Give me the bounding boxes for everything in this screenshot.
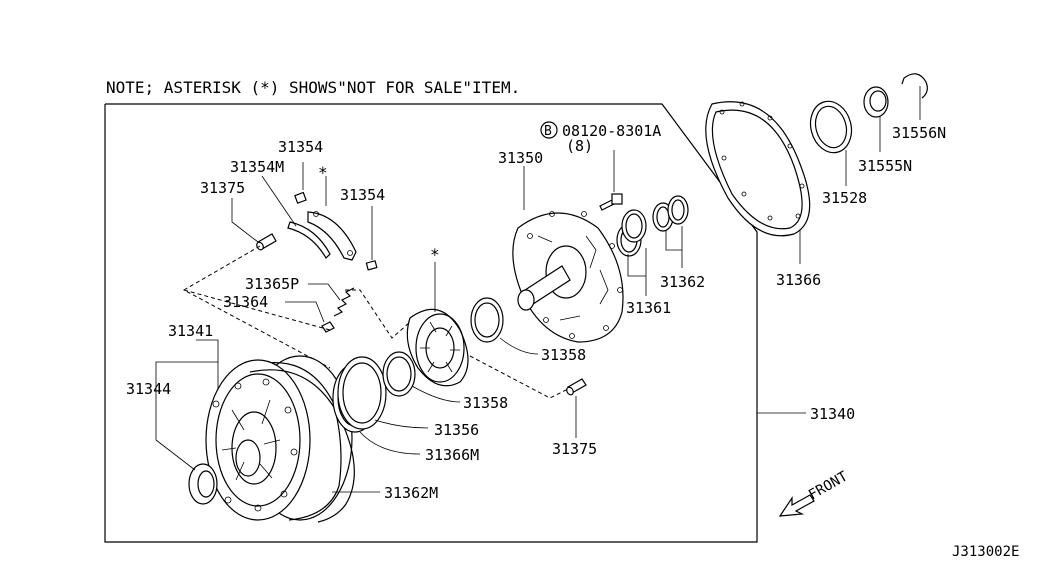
oil-seal-31344 [188, 463, 218, 505]
label-31340: 31340 [810, 405, 855, 423]
label-31528: 31528 [822, 189, 867, 207]
spring-31365p [333, 287, 355, 317]
bolt-08120-8301a [599, 193, 623, 211]
label-31361: 31361 [626, 299, 671, 317]
label-31366: 31366 [776, 271, 821, 289]
rings-31362 [652, 195, 689, 232]
bolt-number: 08120-8301A [562, 122, 661, 140]
asterisk-plate: * [318, 163, 328, 182]
label-31362: 31362 [660, 273, 705, 291]
block-31354-right [365, 260, 378, 271]
label-31344: 31344 [126, 380, 171, 398]
label-31362m: 31362M [384, 484, 438, 502]
pump-housing-31341 [205, 355, 353, 521]
gasket-31366 [705, 101, 811, 237]
label-31350: 31350 [498, 149, 543, 167]
ring-31528 [809, 100, 853, 154]
label-31354m: 31354M [230, 158, 284, 176]
front-label: FRONT [806, 468, 851, 503]
rotor-not-for-sale [406, 308, 469, 387]
label-31365p: 31365P [245, 275, 299, 293]
block-31354-top [294, 191, 307, 204]
label-31555n: 31555N [858, 157, 912, 175]
label-31556n: 31556N [892, 124, 946, 142]
assembly-frame [104, 103, 758, 543]
plate-not-for-sale [307, 211, 357, 261]
rings-31361 [616, 209, 647, 257]
shoe-31354m [287, 221, 331, 259]
front-arrow-icon [778, 494, 815, 517]
label-31354-right: 31354 [340, 186, 385, 204]
label-31341: 31341 [168, 322, 213, 340]
label-31358-upper: 31358 [541, 346, 586, 364]
label-31364: 31364 [223, 293, 268, 311]
ring-31356 [337, 356, 387, 430]
asterisk-rotor: * [430, 245, 440, 264]
bolt-type-circle [540, 121, 558, 139]
pin-31375-top [256, 233, 277, 251]
stop-31364 [321, 321, 335, 333]
label-31375-top: 31375 [200, 179, 245, 197]
note-text: NOTE; ASTERISK (*) SHOWS"NOT FOR SALE"IT… [106, 78, 520, 97]
snap-ring-31556n [901, 73, 928, 99]
label-31354-top: 31354 [278, 138, 323, 156]
label-31356: 31356 [434, 421, 479, 439]
pump-cover-31350 [512, 211, 624, 343]
diagram-code: J313002E [952, 544, 1019, 560]
label-31358-lower: 31358 [463, 394, 508, 412]
pin-31375-bottom [566, 378, 587, 396]
ring-31362m [249, 369, 355, 523]
bearing-31555n [863, 86, 889, 118]
label-31375-bottom: 31375 [552, 440, 597, 458]
bolt-type-letter: B [544, 124, 552, 139]
label-31366m: 31366M [425, 446, 479, 464]
ring-31358-upper [470, 297, 504, 343]
bolt-qty: (8) [566, 137, 593, 155]
ring-31358-lower [382, 351, 416, 397]
